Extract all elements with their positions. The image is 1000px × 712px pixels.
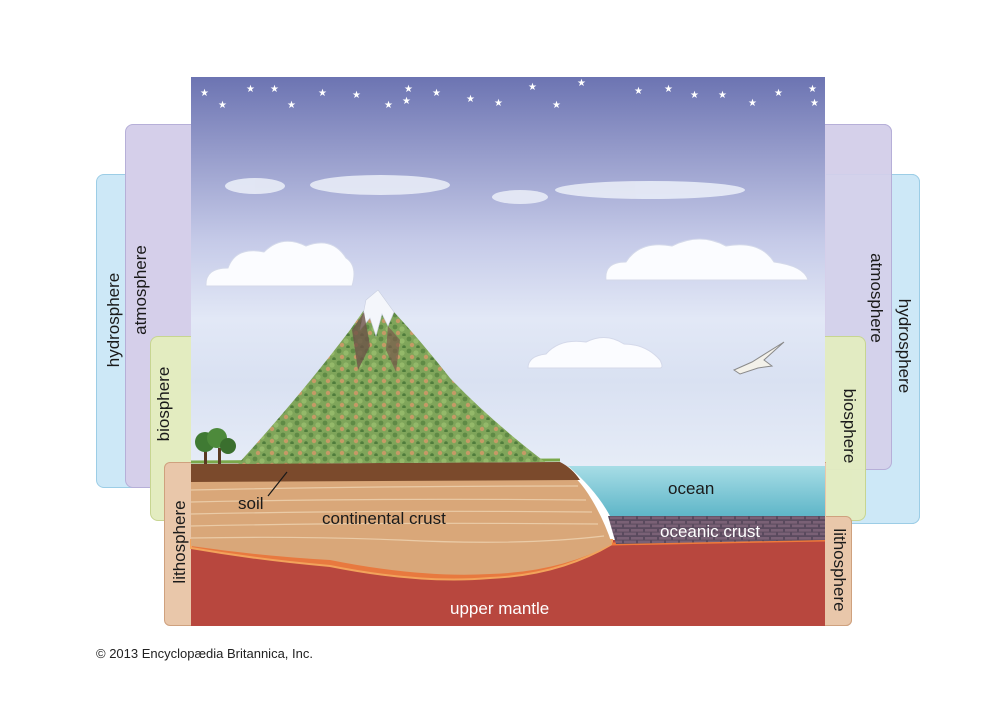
svg-text:★: ★ xyxy=(494,98,503,109)
svg-text:★: ★ xyxy=(352,90,361,101)
thin-clouds xyxy=(225,175,745,204)
svg-text:★: ★ xyxy=(218,100,227,111)
bird-icon xyxy=(732,341,785,375)
oceanic-crust-label: oceanic crust xyxy=(660,522,760,541)
ocean-label: ocean xyxy=(668,479,714,498)
lithosphere-band-right-overlay xyxy=(826,516,852,626)
svg-text:★: ★ xyxy=(466,94,475,105)
svg-text:★: ★ xyxy=(718,90,727,101)
svg-text:★: ★ xyxy=(552,100,561,111)
svg-text:★: ★ xyxy=(634,86,643,97)
ocean xyxy=(568,466,825,516)
svg-text:★: ★ xyxy=(200,88,209,99)
svg-text:★: ★ xyxy=(528,82,537,93)
svg-text:★: ★ xyxy=(664,84,673,95)
stars: ★ ★ ★ ★ ★ ★ ★ ★ ★ ★ ★ ★ ★ ★ ★ ★ ★ ★ ★ ★ ★ ★ ★ ★ xyxy=(200,78,819,111)
svg-text:★: ★ xyxy=(287,100,296,111)
svg-text:★: ★ xyxy=(432,88,441,99)
copyright-notice: © 2013 Encyclopædia Britannica, Inc. xyxy=(96,646,313,661)
hydrosphere-label-right: hydrosphere xyxy=(895,298,914,394)
biosphere-label-left: biosphere xyxy=(154,366,173,442)
svg-text:★: ★ xyxy=(246,84,255,95)
atmosphere-label-left: atmosphere xyxy=(131,245,150,335)
biosphere-band-right-overlay xyxy=(826,336,866,521)
oceanic-crust xyxy=(608,516,825,544)
atmosphere-label-right: atmosphere xyxy=(867,253,886,343)
continental-crust-label: continental crust xyxy=(322,509,446,528)
svg-text:★: ★ xyxy=(577,78,586,89)
lithosphere-label-right: lithosphere xyxy=(830,528,849,612)
continental-crust xyxy=(191,466,612,575)
upper-mantle-label: upper mantle xyxy=(450,599,549,618)
svg-text:★: ★ xyxy=(404,84,413,95)
lithosphere-label-left: lithosphere xyxy=(170,500,189,584)
svg-text:★: ★ xyxy=(384,100,393,111)
svg-text:★: ★ xyxy=(748,98,757,109)
tree-icon xyxy=(195,428,236,464)
soil-layer xyxy=(191,462,580,482)
svg-text:★: ★ xyxy=(318,88,327,99)
svg-text:★: ★ xyxy=(808,84,817,95)
svg-text:★: ★ xyxy=(690,90,699,101)
svg-text:★: ★ xyxy=(810,98,819,109)
clouds xyxy=(205,238,809,369)
biosphere-label-right: biosphere xyxy=(840,388,859,464)
hydrosphere-label-left: hydrosphere xyxy=(104,272,123,368)
svg-text:★: ★ xyxy=(402,96,411,107)
mountain xyxy=(238,290,545,464)
soil-pointer xyxy=(267,471,288,497)
svg-text:★: ★ xyxy=(270,84,279,95)
soil-label: soil xyxy=(238,494,264,513)
svg-text:★: ★ xyxy=(774,88,783,99)
